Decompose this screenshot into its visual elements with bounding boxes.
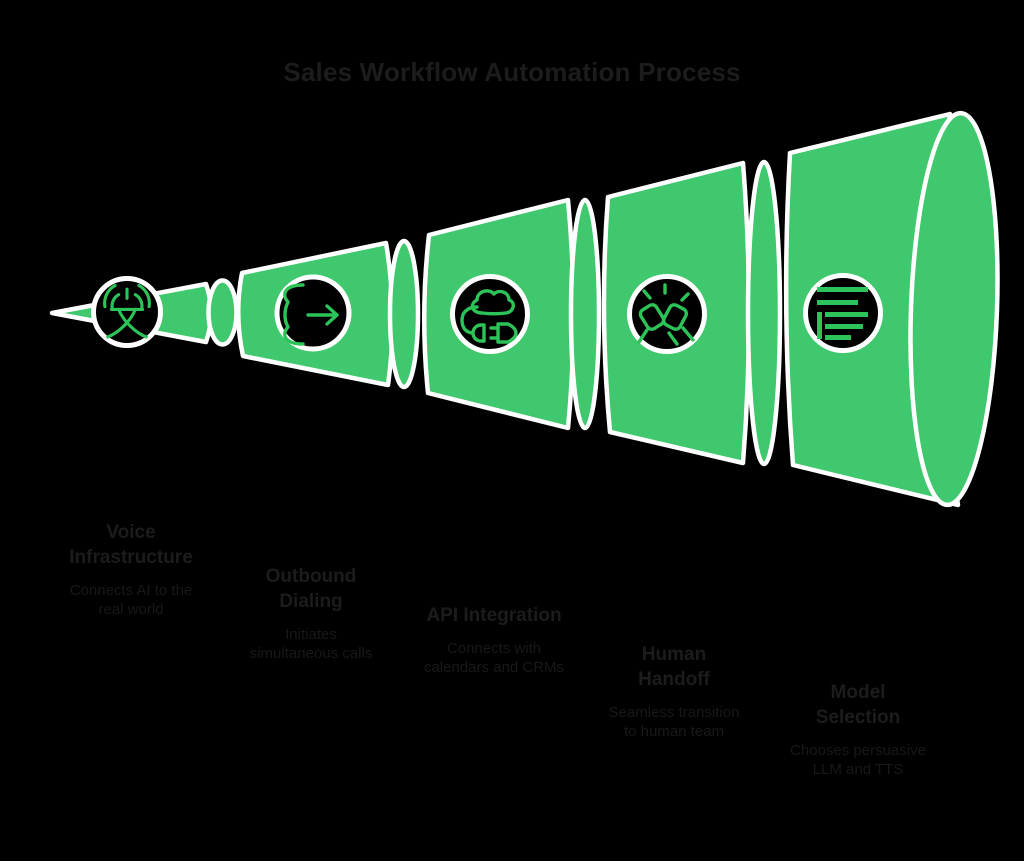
fist-bump-icon [637, 283, 695, 346]
language-broadcast-icon [103, 283, 151, 339]
stage-2-disc [387, 238, 421, 390]
stage-title: Human Handoff [638, 644, 710, 690]
stage-label-api-integration: API Integration Connects with calendars … [379, 603, 609, 677]
page-title: Sales Workflow Automation Process [283, 57, 741, 87]
stage-4-disc [745, 159, 783, 467]
stage-label-model-selection: Model Selection Chooses persuasive LLM a… [743, 680, 973, 779]
stage-description: Connects with calendars and CRMs [423, 640, 565, 676]
stage-description: Initiates simultaneous calls [249, 626, 373, 662]
model-list-icon [817, 287, 868, 340]
stage-description: Connects AI to the real world [69, 582, 193, 618]
outbound-call-icon [283, 283, 339, 346]
cloud-plug-icon [460, 289, 518, 344]
stage-title: API Integration [426, 605, 562, 626]
stage-title: Voice Infrastructure [69, 522, 193, 568]
stage-title: Model Selection [815, 682, 901, 728]
stage-title: Outbound Dialing [265, 566, 357, 612]
stage-1-icon-circle [91, 276, 163, 348]
stage-1-disc [206, 278, 239, 347]
stage-description: Chooses persuasive LLM and TTS [790, 742, 926, 778]
stage-label-outbound-dialing: Outbound Dialing Initiates simultaneous … [196, 564, 426, 663]
funnel-bell-opening [908, 110, 1000, 508]
stage-3-disc [568, 197, 602, 431]
stage-label-voice-infrastructure: Voice Infrastructure Connects AI to the … [16, 520, 246, 619]
stage-description: Seamless transition to human team [608, 704, 740, 740]
stage-2-icon-circle [274, 274, 352, 352]
stage-label-human-handoff: Human Handoff Seamless transition to hum… [559, 642, 789, 741]
